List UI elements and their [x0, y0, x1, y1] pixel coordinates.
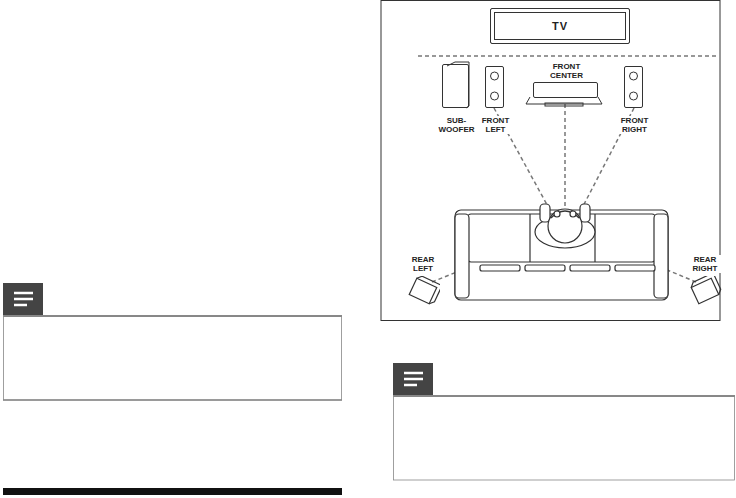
speaker-label: FRONT RIGHT	[614, 116, 656, 134]
section-bar	[3, 488, 342, 495]
speaker-label: SUB- WOOFER	[436, 116, 478, 134]
speaker-label: FRONT CENTER	[544, 62, 590, 80]
note-right	[393, 363, 735, 480]
sofa	[455, 210, 668, 300]
front-right-speaker: FRONT RIGHT	[624, 66, 643, 108]
tv-label: TV	[552, 20, 568, 32]
diagram-frame	[381, 1, 720, 321]
speaker-details	[447, 62, 638, 108]
tv-screen: TV	[490, 8, 630, 44]
speaker-label: REAR RIGHT	[686, 255, 724, 273]
rear-speaker-shape	[406, 276, 440, 306]
speaker-label: REAR LEFT	[405, 255, 441, 273]
rear-speaker-shape	[688, 276, 722, 306]
center-speaker: FRONT CENTER	[533, 82, 598, 98]
speaker-label: FRONT LEFT	[477, 116, 515, 134]
rear-right-speaker: REAR RIGHT	[688, 276, 722, 306]
front-line	[418, 55, 718, 57]
subwoofer: SUB- WOOFER	[442, 64, 469, 108]
rear-left-speaker: REAR LEFT	[406, 276, 440, 306]
note-left	[3, 283, 342, 400]
front-left-speaker: FRONT LEFT	[485, 66, 504, 108]
listener	[535, 204, 595, 248]
